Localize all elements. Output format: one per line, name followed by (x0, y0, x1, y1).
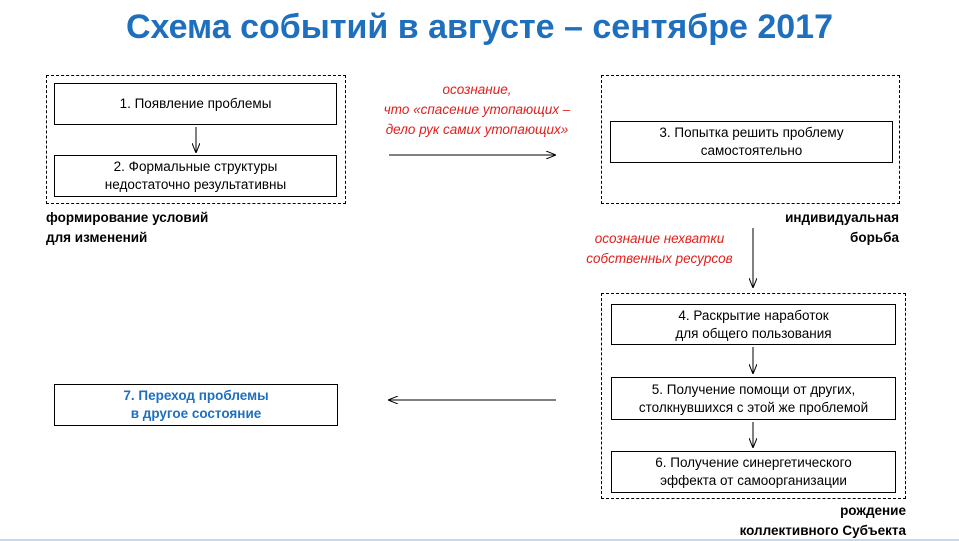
node-4: 4. Раскрытие наработок для общего пользо… (611, 304, 896, 345)
group-individual-struggle-caption: индивидуальная борьба (785, 210, 899, 245)
node-6: 6. Получение синергетического эффекта от… (611, 451, 896, 493)
transition-awareness-label: осознание, что «спасение утопающих – дел… (383, 82, 571, 137)
node-5-label-line2: столкнувшихся с этой же проблемой (638, 399, 869, 415)
group-conditions-caption: формирование условий для изменений (46, 210, 209, 245)
node-2-label-line2: недостаточно результативны (104, 177, 287, 192)
node-1-label: 1. Появление проблемы (119, 96, 272, 111)
node-6-label-line1: 6. Получение синергетического (655, 455, 852, 470)
group-individual-struggle (601, 75, 900, 204)
node-3-label-line2: самостоятельно (700, 143, 803, 158)
node-4-label-line1: 4. Раскрытие наработок (678, 307, 829, 323)
node-2: 2. Формальные структуры недостаточно рез… (54, 155, 337, 197)
node-7-label-line2: в другое состояние (130, 406, 262, 421)
node-4-label-line2: для общего пользования (675, 325, 832, 341)
group-collective-subject (601, 293, 906, 499)
node-6-label-line2: эффекта от самоорганизации (660, 473, 847, 488)
node-7-label-line1: 7. Переход проблемы (123, 388, 269, 403)
transition-resources-label: осознание нехватки собственных ресурсов (586, 231, 733, 266)
node-5: 5. Получение помощи от других, столкнувш… (611, 377, 896, 420)
node-2-label-line1: 2. Формальные структуры (113, 159, 278, 174)
group-conditions (46, 75, 346, 204)
node-3: 3. Попытка решить проблему самостоятельн… (610, 121, 893, 163)
node-5-label-line1: 5. Получение помощи от других, (651, 381, 856, 397)
group-collective-subject-caption: рождение коллективного Субъекта (739, 503, 906, 538)
footer-line (0, 539, 959, 541)
node-3-label-line1: 3. Попытка решить проблему (659, 125, 844, 140)
page-title: Схема событий в августе – сентябре 2017 (125, 8, 833, 46)
node-7: 7. Переход проблемы в другое состояние (54, 384, 338, 426)
node-1: 1. Появление проблемы (54, 83, 337, 125)
